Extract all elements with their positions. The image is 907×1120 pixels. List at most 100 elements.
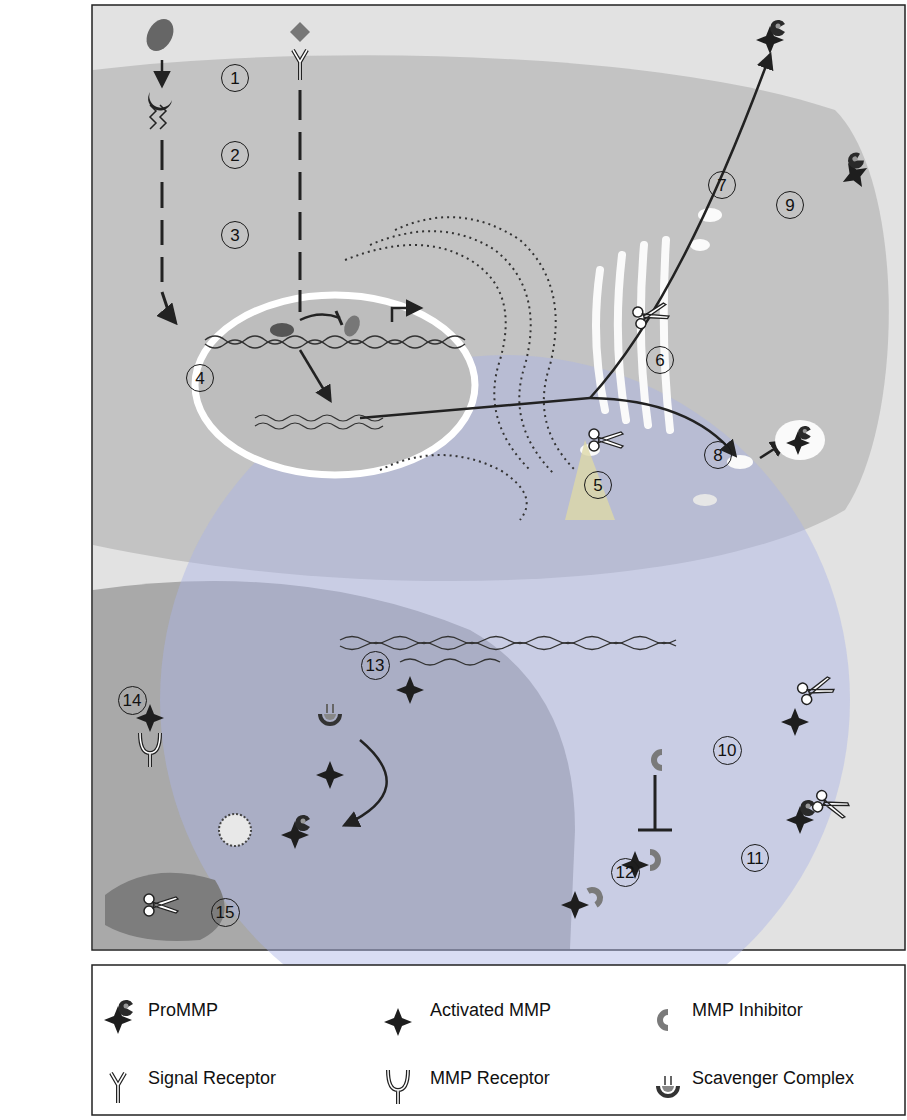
callout-circle: 1	[221, 64, 249, 92]
callout-number: 12	[616, 864, 635, 881]
activated-mmp	[133, 704, 164, 740]
callout-circle: 7	[708, 171, 736, 199]
arrow	[300, 350, 330, 400]
collagen	[400, 659, 500, 665]
legend-pro-mmp	[104, 1000, 133, 1034]
vesicle	[775, 420, 825, 460]
mmp-inhibitor	[651, 749, 662, 771]
legend-activated-mmp	[384, 1000, 415, 1036]
vesicle	[219, 814, 251, 846]
receptor	[150, 105, 166, 129]
scissors	[589, 429, 623, 451]
legend-mmp-receptor	[388, 1070, 408, 1104]
signal-molecule	[141, 14, 179, 55]
callout-number: 14	[123, 692, 142, 709]
collagen	[340, 643, 676, 650]
callout-number: 8	[713, 447, 722, 464]
legend-inhibitor	[657, 1009, 668, 1031]
callout-circle: 6	[646, 346, 674, 374]
legend-text: Signal Receptor	[148, 1068, 276, 1088]
legend-text: MMP Inhibitor	[692, 1000, 803, 1020]
vesicle	[690, 239, 710, 251]
dna	[205, 340, 465, 348]
callout-circle: 10	[713, 736, 742, 765]
callout-circle: 4	[186, 364, 214, 392]
er	[395, 217, 575, 470]
mmp-inhibitor	[650, 849, 661, 871]
callout-number: 15	[216, 904, 235, 921]
callout-circle: 8	[704, 441, 732, 469]
light-beam	[565, 440, 615, 520]
arrow	[170, 316, 175, 322]
pro-mmp	[833, 150, 875, 194]
legend-item: Activated MMP	[430, 999, 551, 1021]
legend-text: Activated MMP	[430, 1000, 551, 1020]
arrow	[590, 55, 770, 398]
callout-circle: 14	[118, 686, 147, 715]
signal-molecule	[290, 22, 310, 42]
arrow	[392, 308, 420, 322]
er	[345, 245, 530, 470]
legend-item: Scavenger Complex	[692, 1067, 854, 1089]
signal-path	[299, 90, 302, 312]
transcription-factor	[270, 323, 294, 337]
vesicle	[727, 455, 753, 469]
pro-mmp	[281, 815, 310, 849]
callout-number: 2	[230, 147, 239, 164]
legend-text: Scavenger Complex	[692, 1068, 854, 1088]
collagen	[340, 637, 676, 644]
inhibition	[300, 314, 340, 320]
scissors	[796, 674, 835, 706]
arrow	[360, 398, 590, 418]
lysosome	[105, 873, 225, 941]
er	[380, 455, 527, 520]
scissors	[811, 789, 850, 821]
legend-item: ProMMP	[148, 999, 218, 1021]
inhibition	[336, 311, 342, 325]
callout-number: 1	[230, 70, 239, 87]
vesicle	[693, 494, 717, 506]
activated-mmp	[781, 700, 812, 736]
scavenger-complex	[318, 704, 342, 726]
er	[370, 231, 555, 475]
mrna	[255, 423, 383, 429]
activated-mmp	[396, 668, 427, 704]
nucleus	[195, 295, 475, 475]
callout-circle: 15	[211, 898, 240, 927]
callout-circle: 11	[741, 844, 769, 872]
arrow	[590, 398, 735, 455]
legend-text: MMP Receptor	[430, 1068, 550, 1088]
callout-circle: 2	[221, 141, 249, 169]
legend-item: MMP Inhibitor	[692, 999, 803, 1021]
callout-number: 6	[655, 352, 664, 369]
legend-signal-receptor	[111, 1073, 125, 1103]
legend-text: ProMMP	[148, 1000, 218, 1020]
signal-receptor	[293, 50, 307, 80]
mmp-receptor	[140, 733, 160, 767]
legend-item: MMP Receptor	[430, 1067, 550, 1089]
transcription-factor	[341, 313, 363, 339]
callout-number: 13	[366, 657, 385, 674]
pro-mmp	[786, 426, 811, 455]
legend-item: Signal Receptor	[148, 1067, 276, 1089]
mmp-inhibitor	[587, 883, 608, 908]
pro-mmp	[786, 800, 815, 834]
scissors	[144, 894, 178, 916]
signal-path	[162, 140, 170, 316]
callout-number: 7	[717, 177, 726, 194]
callout-circle: 13	[361, 651, 390, 680]
callout-number: 10	[718, 742, 737, 759]
callout-number: 9	[785, 197, 794, 214]
callout-circle: 5	[584, 471, 612, 499]
callout-circle: 9	[776, 191, 804, 219]
scissors	[632, 300, 671, 330]
callout-circle: 12	[611, 858, 640, 887]
arrow	[345, 740, 387, 825]
callout-number: 3	[230, 227, 239, 244]
pro-mmp	[756, 20, 785, 54]
activated-mmp	[316, 753, 347, 789]
legend-frame	[92, 965, 905, 1115]
